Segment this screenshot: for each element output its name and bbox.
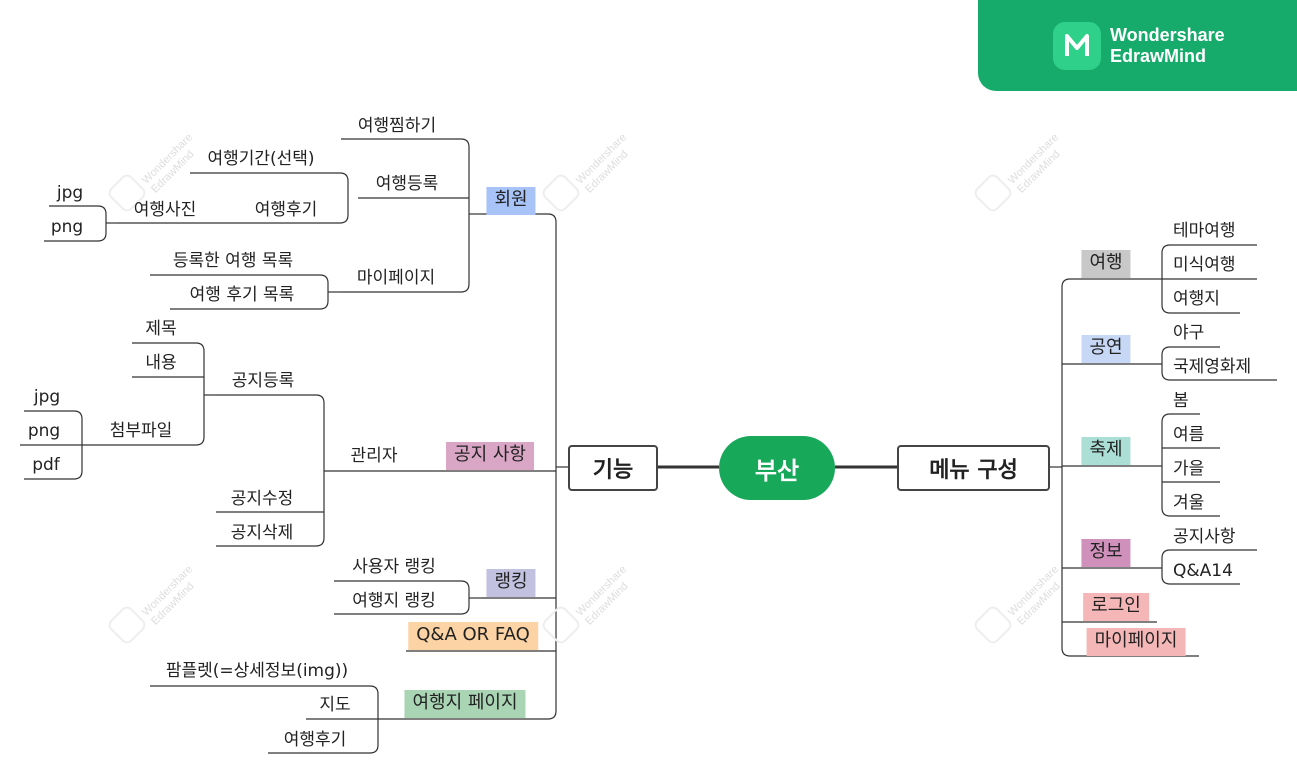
node-travel-photo[interactable]: 여행사진 <box>133 200 197 220</box>
node-attach-pdf[interactable]: pdf <box>32 455 60 475</box>
node-member[interactable]: 회원 <box>486 187 536 215</box>
node-right-mypage[interactable]: 마이페이지 <box>1086 628 1186 656</box>
node-notice-title[interactable]: 제목 <box>145 319 177 339</box>
node-travel-page[interactable]: 여행지 페이지 <box>404 690 526 718</box>
node-map[interactable]: 지도 <box>319 695 351 715</box>
node-notice[interactable]: 공지 사항 <box>446 442 534 470</box>
node-food-travel[interactable]: 미식여행 <box>1173 255 1236 275</box>
node-notice-edit[interactable]: 공지수정 <box>230 489 294 509</box>
node-mypage[interactable]: 마이페이지 <box>356 268 436 288</box>
node-travel-period[interactable]: 여행기간(선택) <box>207 149 315 169</box>
edrawmind-logo-icon <box>1053 22 1101 70</box>
left-main-node[interactable]: 기능 <box>568 445 658 491</box>
connector-member-spine <box>341 138 470 293</box>
connector-register-notice-sub <box>96 342 205 446</box>
node-destination[interactable]: 여행지 <box>1173 289 1220 309</box>
node-notice-delete[interactable]: 공지삭제 <box>230 523 294 543</box>
connector-right-spine <box>1061 278 1199 657</box>
node-travel-review-page[interactable]: 여행후기 <box>283 730 347 750</box>
node-notice-attach[interactable]: 첨부파일 <box>109 421 173 441</box>
node-admin[interactable]: 관리자 <box>350 446 398 466</box>
connector-info-sub <box>1161 549 1257 585</box>
node-pamphlet[interactable]: 팜플렛(=상세정보(img)) <box>165 661 349 681</box>
node-baseball[interactable]: 야구 <box>1173 323 1205 343</box>
node-info-notice[interactable]: 공지사항 <box>1173 527 1236 547</box>
node-film-festival[interactable]: 국제영화제 <box>1173 357 1252 377</box>
node-summer[interactable]: 여름 <box>1173 425 1205 445</box>
node-autumn[interactable]: 가을 <box>1173 459 1205 479</box>
node-photo-png[interactable]: png <box>50 217 84 237</box>
node-qa[interactable]: Q&A OR FAQ <box>408 622 538 650</box>
node-festival[interactable]: 축제 <box>1081 437 1131 465</box>
node-theme-travel[interactable]: 테마여행 <box>1173 221 1236 241</box>
node-travel-register[interactable]: 여행등록 <box>375 174 439 194</box>
node-info-qa[interactable]: Q&A14 <box>1173 561 1233 581</box>
node-performance[interactable]: 공연 <box>1081 335 1131 363</box>
node-spring[interactable]: 봄 <box>1173 391 1189 411</box>
node-attach-jpg[interactable]: jpg <box>33 387 61 407</box>
root-node[interactable]: 부산 <box>719 436 835 500</box>
node-place-ranking[interactable]: 여행지 랭킹 <box>352 591 436 611</box>
node-wish[interactable]: 여행찜하기 <box>357 116 437 136</box>
node-my-review-list[interactable]: 여행 후기 목록 <box>189 285 295 305</box>
node-attach-png[interactable]: png <box>27 421 61 441</box>
node-travel[interactable]: 여행 <box>1081 250 1131 278</box>
node-photo-jpg[interactable]: jpg <box>56 183 84 203</box>
node-my-travel-list[interactable]: 등록한 여행 목록 <box>172 251 294 271</box>
connector-festival-sub <box>1161 413 1220 517</box>
node-info[interactable]: 정보 <box>1081 539 1131 567</box>
right-main-node[interactable]: 메뉴 구성 <box>897 445 1050 491</box>
node-winter[interactable]: 겨울 <box>1173 493 1205 513</box>
node-notice-register[interactable]: 공지등록 <box>231 371 295 391</box>
node-notice-content[interactable]: 내용 <box>145 353 177 373</box>
node-user-ranking[interactable]: 사용자 랭킹 <box>352 557 436 577</box>
node-ranking[interactable]: 랭킹 <box>486 569 536 597</box>
node-travel-review[interactable]: 여행후기 <box>254 200 318 220</box>
connector-register-sub <box>190 172 349 224</box>
node-login[interactable]: 로그인 <box>1083 593 1149 621</box>
connector-left-spine <box>390 213 557 720</box>
